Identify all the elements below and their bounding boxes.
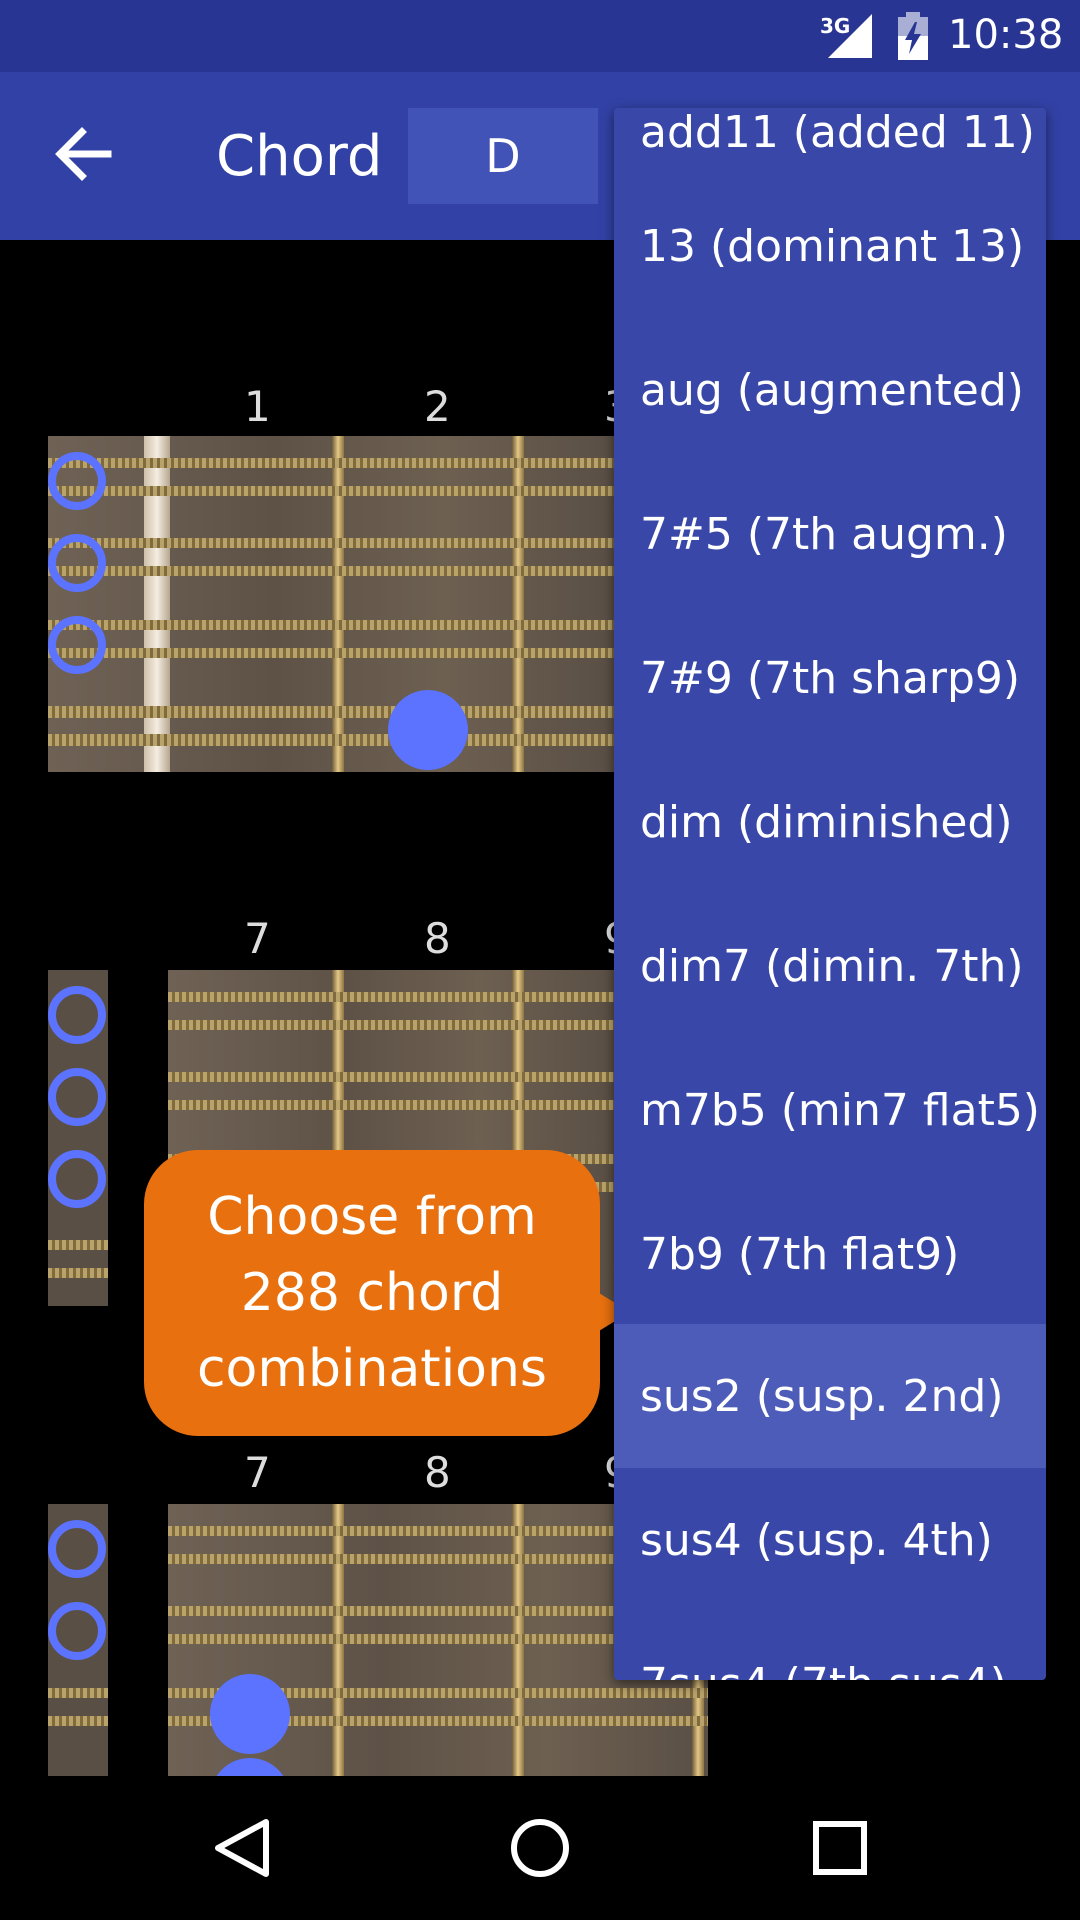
string: [48, 566, 614, 576]
dropdown-item[interactable]: 7sus4 (7th sus4): [614, 1612, 1046, 1681]
home-circle-icon[interactable]: [504, 1812, 576, 1884]
string: [168, 1020, 614, 1030]
open-string-marker: [48, 534, 106, 592]
dropdown-item[interactable]: 13 (dominant 13): [640, 220, 1025, 272]
finger-position: [388, 690, 468, 770]
finger-position: [210, 1758, 290, 1776]
back-arrow-icon[interactable]: [52, 122, 116, 186]
string: [48, 486, 614, 496]
open-string-marker: [48, 1602, 106, 1660]
system-nav-bar: [0, 1776, 1080, 1920]
string: [48, 734, 614, 746]
dropdown-item[interactable]: 7#5 (7th augm.): [640, 508, 1008, 560]
dropdown-item[interactable]: sus4 (susp. 4th): [640, 1514, 993, 1566]
dropdown-item-selected[interactable]: sus2 (susp. 2nd): [614, 1324, 1046, 1468]
chord-diagram-2-open-strip: [48, 970, 108, 1306]
callout-line: Choose from: [207, 1187, 537, 1247]
string: [48, 1688, 108, 1698]
promo-callout: Choose from 288 chord combinations: [144, 1150, 600, 1436]
chord-diagram-1[interactable]: [48, 436, 614, 772]
callout-line: 288 chord: [240, 1263, 504, 1323]
chord-type-dropdown[interactable]: add11 (added 11) 13 (dominant 13) aug (a…: [614, 108, 1046, 1680]
open-string-marker: [48, 986, 106, 1044]
fret-number: 8: [424, 1448, 451, 1497]
dropdown-item[interactable]: dim7 (dimin. 7th): [640, 940, 1024, 992]
network-type: 3G: [820, 14, 851, 38]
open-string-marker: [48, 1520, 106, 1578]
string: [168, 992, 614, 1002]
dropdown-item[interactable]: add11 (added 11): [640, 108, 1035, 158]
fret-number: 1: [244, 382, 271, 431]
recents-square-icon[interactable]: [804, 1812, 876, 1884]
fret: [512, 436, 524, 772]
fret: [332, 436, 344, 772]
dropdown-item[interactable]: dim (diminished): [640, 796, 1013, 848]
string: [48, 538, 614, 548]
status-bar: 3G 10:38: [0, 0, 1080, 72]
dropdown-item[interactable]: 7b9 (7th flat9): [640, 1228, 960, 1280]
page-title: Chord: [216, 124, 383, 189]
fret-number: 2: [424, 382, 451, 431]
string: [168, 1716, 708, 1726]
string: [48, 458, 614, 468]
cell-signal-icon: [828, 14, 872, 58]
open-string-marker: [48, 1150, 106, 1208]
back-triangle-icon[interactable]: [206, 1812, 278, 1884]
string: [168, 1688, 708, 1698]
fret-number: 7: [244, 1448, 271, 1497]
string: [48, 706, 614, 718]
finger-position: [210, 1674, 290, 1754]
open-string-marker: [48, 1068, 106, 1126]
string: [168, 1554, 708, 1564]
dropdown-item[interactable]: 7#9 (7th sharp9): [640, 652, 1021, 704]
string: [168, 1606, 708, 1616]
dropdown-item[interactable]: aug (augmented): [640, 364, 1024, 416]
open-string-marker: [48, 452, 106, 510]
string: [168, 1100, 614, 1110]
battery-charging-icon: [898, 12, 928, 60]
fret-number: 8: [424, 914, 451, 963]
string: [48, 648, 614, 658]
string: [168, 1634, 708, 1644]
root-note-selector[interactable]: D: [408, 108, 598, 204]
string: [48, 1240, 108, 1250]
callout-line: combinations: [196, 1339, 548, 1399]
string: [48, 1268, 108, 1278]
string: [168, 1526, 708, 1536]
chord-diagram-3-open-strip: [48, 1504, 108, 1776]
string: [48, 1716, 108, 1726]
open-string-marker: [48, 616, 106, 674]
fret-number: 7: [244, 914, 271, 963]
string: [48, 620, 614, 630]
clock: 10:38: [948, 12, 1064, 58]
dropdown-item[interactable]: m7b5 (min7 flat5): [640, 1084, 1040, 1136]
string: [168, 1072, 614, 1082]
